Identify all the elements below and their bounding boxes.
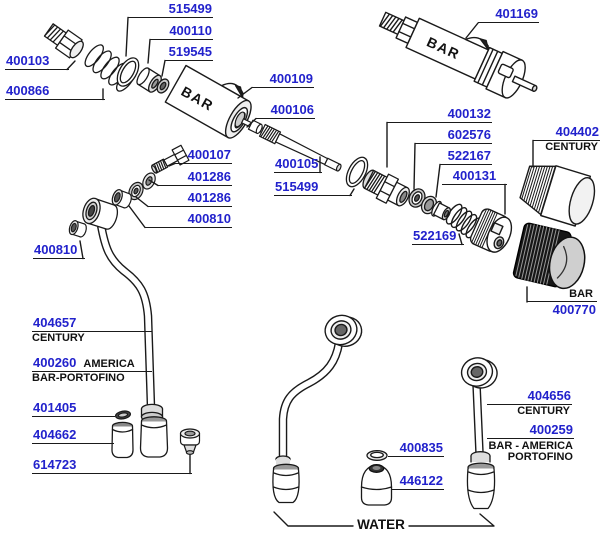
- valve-body-graphic-bar: BAR: [164, 64, 252, 139]
- part-label-404657[interactable]: 404657: [32, 316, 152, 332]
- century-label-404656: CENTURY: [517, 405, 570, 417]
- oring-graphic-515499-mid: [345, 156, 369, 188]
- knob-label-block: BAR 400770: [527, 289, 597, 317]
- bolt-graphic-400107: [151, 144, 190, 174]
- nozzle-graphic-left: [139, 403, 169, 458]
- capnut-graphic-400131: [469, 208, 513, 253]
- part-label-400259[interactable]: 400259: [487, 423, 574, 439]
- fitting-graphic-400103: [43, 23, 84, 59]
- pipe-graphic-right: [472, 379, 484, 458]
- cup-graphic-404662: [111, 421, 134, 459]
- ring-graphic-middle-pipe: [324, 314, 363, 347]
- part-label-400105[interactable]: 400105: [274, 157, 322, 173]
- washer-graphic-401286-1: [142, 172, 156, 190]
- portofino-label: PORTOFINO: [507, 451, 573, 463]
- part-label-404402[interactable]: 404402: [533, 125, 600, 141]
- leader-lines: [66, 16, 534, 527]
- part-label-522169[interactable]: 522169: [412, 229, 464, 245]
- part-label-400132[interactable]: 400132: [387, 107, 492, 123]
- part-label-400835[interactable]: 400835: [388, 441, 444, 457]
- part-label-400260[interactable]: 400260 AMERICA: [32, 356, 152, 372]
- nut-graphic-400110: [136, 67, 162, 93]
- part-number-400260[interactable]: 400260: [33, 355, 77, 370]
- part-label-400109[interactable]: 400109: [252, 72, 314, 88]
- part-label-614723[interactable]: 614723: [32, 458, 192, 474]
- part-label-519545[interactable]: 519545: [165, 45, 213, 61]
- part-label-400107[interactable]: 400107: [175, 148, 232, 164]
- part-label-515499-mid[interactable]: 515499: [274, 180, 352, 196]
- nozzle-graphic-right: [466, 451, 496, 510]
- part-label-400810-1[interactable]: 400810: [145, 212, 232, 228]
- part-label-401169[interactable]: 401169: [478, 7, 539, 23]
- washer-graphic-602576: [408, 188, 426, 208]
- washer-graphic-519545: [156, 78, 170, 94]
- part-label-446122[interactable]: 446122: [392, 474, 444, 490]
- part-label-400866[interactable]: 400866: [5, 84, 105, 100]
- fitting-graphic-614723: [179, 428, 201, 455]
- ring-graphic-right-pipe: [460, 357, 498, 389]
- part-label-400131[interactable]: 400131: [442, 169, 507, 185]
- bushing-graphic-400810-right: [111, 189, 132, 209]
- cup-graphic-446122: [360, 464, 393, 506]
- part-label-400110[interactable]: 400110: [150, 24, 213, 40]
- part-label-401286-2[interactable]: 401286: [148, 191, 232, 207]
- knob-graphic-400770: [512, 222, 586, 290]
- part-label-522167[interactable]: 522167: [440, 149, 492, 165]
- century-label-404402: CENTURY: [545, 141, 598, 153]
- bushing-graphic-pipe-head: [82, 197, 119, 230]
- pipe-graphic-left: [96, 220, 156, 412]
- washer-graphic-401286-2: [128, 181, 144, 201]
- part-label-404662[interactable]: 404662: [32, 428, 114, 444]
- century-label-404657: CENTURY: [32, 332, 85, 344]
- part-label-404656[interactable]: 404656: [487, 389, 572, 405]
- gland-graphic: [431, 200, 451, 221]
- water-label: WATER: [357, 517, 405, 532]
- fitting-graphic-400132: [362, 169, 410, 207]
- nozzle-graphic-middle: [272, 455, 300, 504]
- bar-knob-label: BAR: [569, 288, 593, 300]
- bushing-graphic-400810-left: [68, 220, 87, 238]
- pipe-graphic-middle: [278, 338, 344, 465]
- part-label-400106[interactable]: 400106: [256, 103, 315, 119]
- bar-portofino-label: BAR-PORTOFINO: [32, 372, 125, 384]
- america-text: AMERICA: [83, 358, 135, 370]
- bar-america-label: BAR - AMERICA: [488, 440, 573, 452]
- rod-graphic-400105: [234, 111, 342, 172]
- part-label-400770[interactable]: 400770: [527, 301, 597, 317]
- oring-graphic-400835: [366, 450, 388, 461]
- part-label-515499-top[interactable]: 515499: [128, 2, 213, 18]
- part-label-401286-1[interactable]: 401286: [158, 170, 232, 186]
- part-label-400810-2[interactable]: 400810: [33, 243, 85, 259]
- ring-graphic-401405: [114, 410, 132, 420]
- part-label-602576[interactable]: 602576: [415, 128, 492, 144]
- oring-graphic-515499-top: [116, 57, 140, 87]
- part-label-401405[interactable]: 401405: [32, 401, 115, 417]
- valve-graphic-401169: BAR: [378, 11, 538, 99]
- part-label-400103[interactable]: 400103: [5, 54, 69, 70]
- knob-graphic-404402: [519, 165, 596, 227]
